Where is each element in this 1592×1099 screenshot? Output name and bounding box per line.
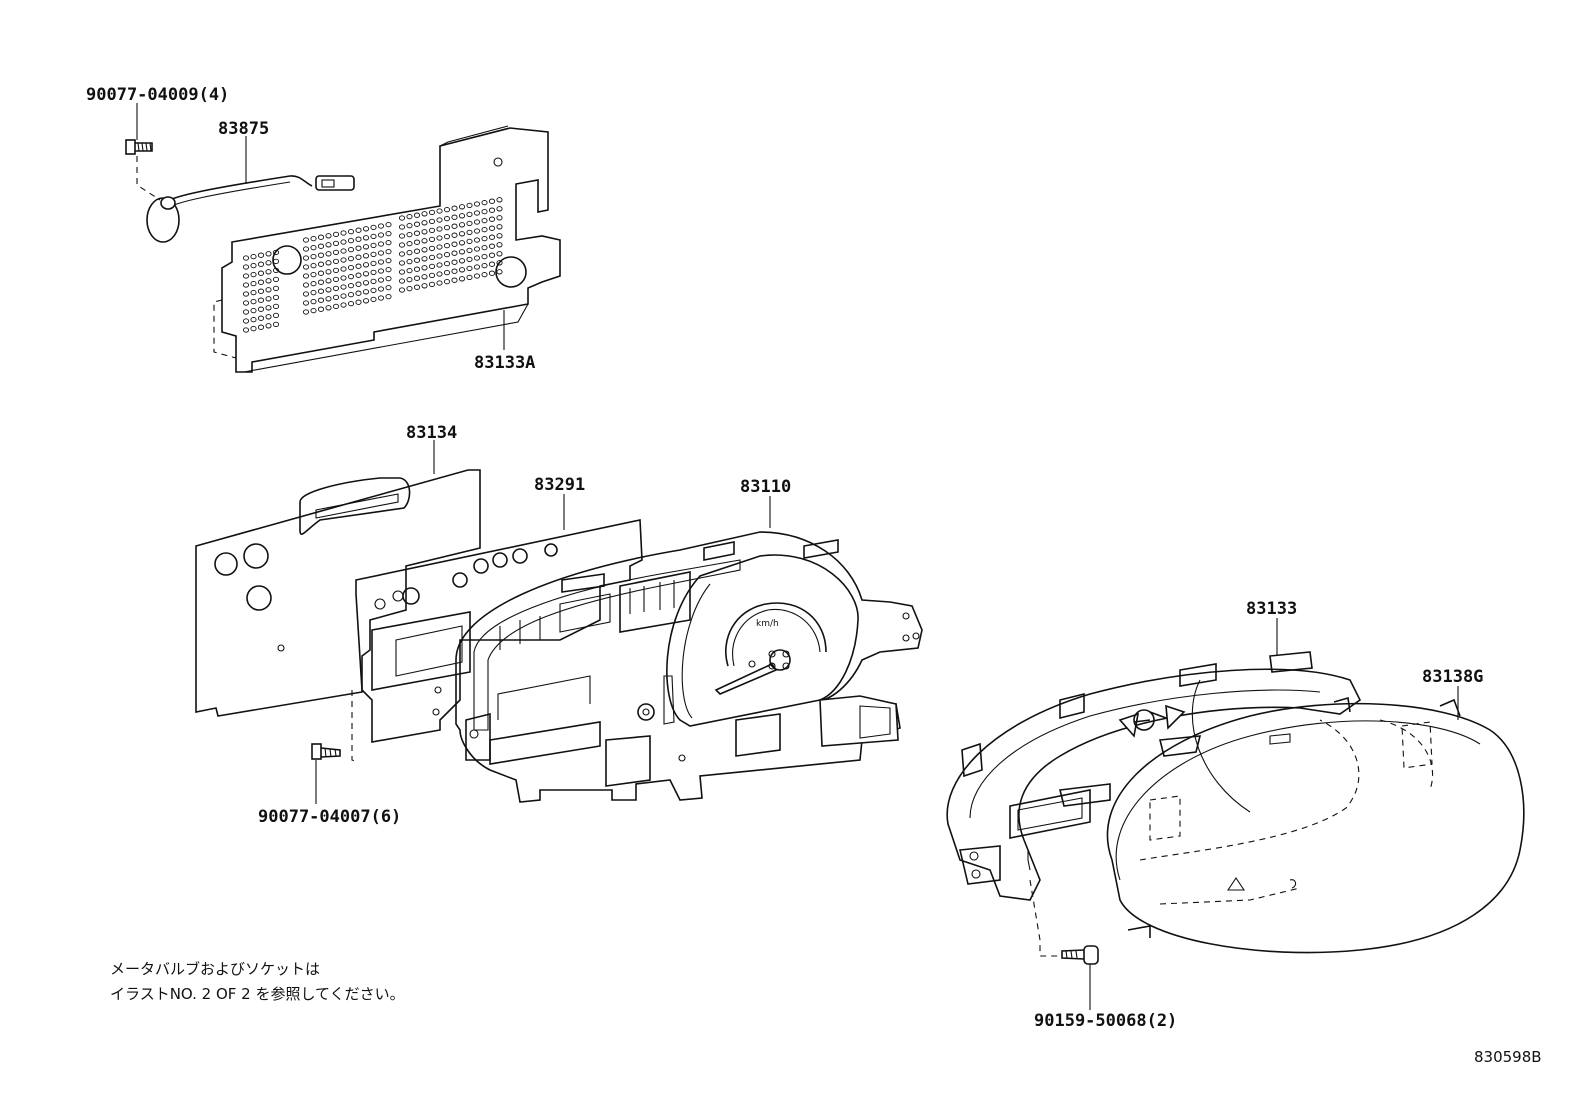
bracket-83133a-drawing <box>213 125 561 373</box>
wire-83875-drawing <box>146 136 355 243</box>
gauge-unit-label: km/h <box>756 619 779 629</box>
part-label-90159-50068: 90159-50068(2) <box>1034 1011 1177 1031</box>
part-label-90077-04009: 90077-04009(4) <box>86 85 229 105</box>
part-label-90077-04007: 90077-04007(6) <box>258 807 401 827</box>
meter-assembly-83110-drawing: km/h <box>455 496 923 803</box>
glass-83138g-drawing <box>1106 686 1525 954</box>
part-label-83110: 83110 <box>740 477 791 497</box>
screw-90077-04007-drawing <box>311 690 359 804</box>
circuit-board-83291-drawing <box>355 494 643 743</box>
screw-90077-04009-drawing <box>125 103 161 201</box>
plate-83134-drawing <box>195 440 481 717</box>
part-label-83133a: 83133A <box>474 353 535 373</box>
note-line-2: イラストNO. 2 OF 2 を参照してください。 <box>110 985 405 1003</box>
screw-90159-50068-drawing <box>1029 879 1099 1010</box>
figure-id: 830598B <box>1474 1048 1542 1066</box>
vent-hole-pattern <box>242 197 503 333</box>
part-label-83875: 83875 <box>218 119 269 139</box>
housing-83133-drawing <box>946 618 1362 901</box>
note-line-1: メータバルブおよびソケットは <box>110 960 320 978</box>
part-label-83133: 83133 <box>1246 599 1297 619</box>
part-label-83134: 83134 <box>406 423 457 443</box>
part-label-83138g: 83138G <box>1422 667 1483 687</box>
part-label-83291: 83291 <box>534 475 585 495</box>
